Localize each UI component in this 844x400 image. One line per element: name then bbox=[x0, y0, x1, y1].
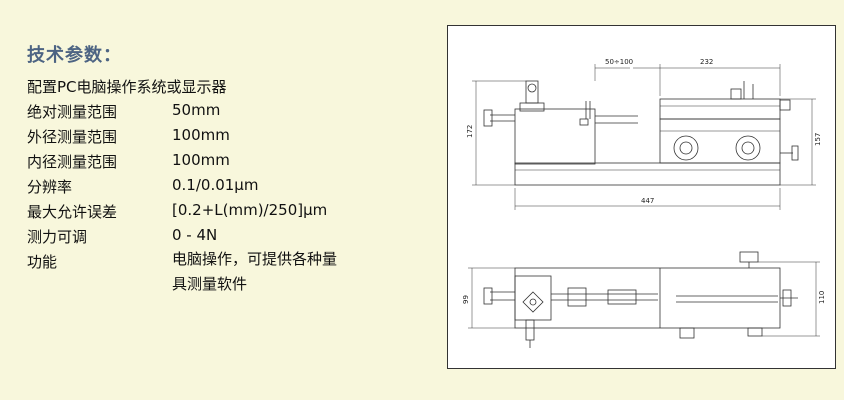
top-shaft-holder bbox=[567, 287, 587, 307]
spec-value: 电脑操作，可提供各种量具测量软件 bbox=[172, 250, 338, 293]
top-carriage-hole bbox=[529, 298, 537, 306]
dim-label-447: 447 bbox=[641, 197, 654, 205]
dim-label-110: 110 bbox=[818, 291, 826, 304]
spec-label: 测力可调 bbox=[27, 228, 88, 246]
spec-label: 最大允许误差 bbox=[27, 203, 118, 221]
subtitle: 配置PC电脑操作系统或显示器 bbox=[27, 78, 227, 96]
side-knob-right-inner bbox=[741, 141, 755, 155]
side-pedestal bbox=[659, 118, 781, 164]
side-spindle-cap bbox=[483, 109, 493, 127]
side-crank-grip bbox=[791, 145, 799, 161]
top-dimensions bbox=[468, 261, 820, 337]
spec-value: 50mm bbox=[172, 101, 221, 119]
side-table-item bbox=[730, 88, 742, 100]
spec-value: 0 - 4N bbox=[172, 226, 218, 244]
dim-label-157: 157 bbox=[814, 133, 822, 146]
side-table bbox=[659, 98, 781, 120]
top-base bbox=[514, 267, 781, 329]
top-carriage bbox=[514, 275, 552, 321]
spec-value: [0.2+L(mm)/250]μm bbox=[172, 201, 328, 219]
dim-label-172: 172 bbox=[466, 125, 474, 138]
side-dimensions bbox=[472, 64, 816, 210]
top-view bbox=[483, 251, 798, 348]
spec-value: 100mm bbox=[172, 151, 230, 169]
technical-drawing: 50÷100 232 172 157 447 bbox=[447, 25, 836, 369]
top-carriage-diamond bbox=[522, 291, 544, 313]
spec-label: 功能 bbox=[27, 253, 58, 271]
side-knob-left bbox=[673, 135, 699, 161]
spec-label: 分辨率 bbox=[27, 178, 73, 196]
side-knob-left-inner bbox=[679, 141, 693, 155]
top-shaft-collar bbox=[607, 289, 637, 305]
top-bottom-block bbox=[679, 327, 695, 339]
top-handle bbox=[525, 319, 535, 341]
top-bottom-block bbox=[747, 327, 763, 337]
side-knob-right bbox=[735, 135, 761, 161]
spec-label: 绝对测量范围 bbox=[27, 103, 118, 121]
side-probe-clamp bbox=[579, 118, 589, 126]
side-carriage bbox=[514, 108, 596, 165]
side-view bbox=[483, 80, 799, 186]
spec-label: 内径测量范围 bbox=[27, 153, 118, 171]
side-table-handle bbox=[779, 99, 791, 111]
top-crank-grip bbox=[782, 289, 792, 307]
side-carriage-post bbox=[525, 80, 539, 104]
side-carriage-knob bbox=[527, 83, 537, 93]
top-spindle-cap bbox=[483, 287, 493, 305]
spec-value: 0.1/0.01μm bbox=[172, 176, 259, 194]
side-carriage-top bbox=[519, 102, 545, 112]
dim-label-99: 99 bbox=[462, 295, 470, 304]
section-title: 技术参数： bbox=[27, 45, 122, 66]
dim-label-232: 232 bbox=[700, 58, 713, 66]
side-base bbox=[514, 162, 781, 186]
dim-label-range: 50÷100 bbox=[605, 58, 633, 66]
top-cap bbox=[739, 251, 759, 263]
drawing-svg: 50÷100 232 172 157 447 bbox=[462, 58, 826, 348]
spec-label: 外径测量范围 bbox=[27, 128, 118, 146]
spec-value: 100mm bbox=[172, 126, 230, 144]
